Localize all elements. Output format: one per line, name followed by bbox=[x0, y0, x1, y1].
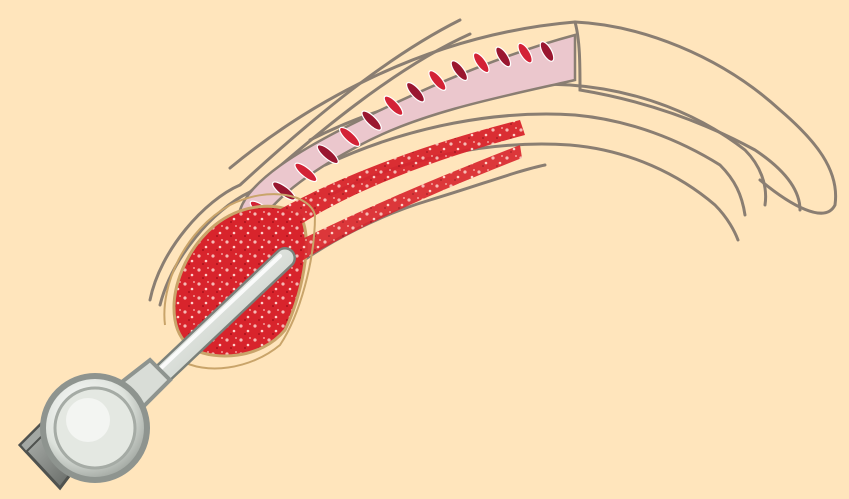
control-knob bbox=[43, 376, 147, 480]
